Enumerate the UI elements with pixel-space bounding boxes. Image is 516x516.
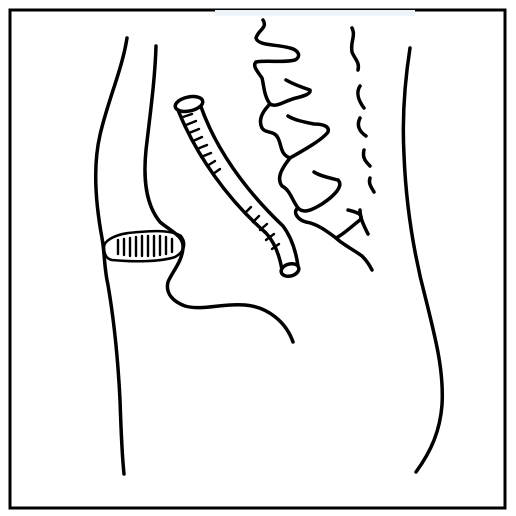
mouth-hatched-lips <box>104 231 184 261</box>
body-outline-outer <box>96 38 127 474</box>
body-outline-inner <box>145 46 293 342</box>
lips-hatching <box>118 236 172 256</box>
vertebra-2 <box>260 104 328 158</box>
scan-artifact <box>215 10 415 16</box>
back-outline <box>403 48 442 472</box>
spinous-processes <box>352 28 374 234</box>
vertebra-1 <box>255 20 310 105</box>
figure-frame <box>10 10 505 508</box>
vertebra-5 <box>336 238 372 270</box>
vertebra-3 <box>280 158 340 211</box>
